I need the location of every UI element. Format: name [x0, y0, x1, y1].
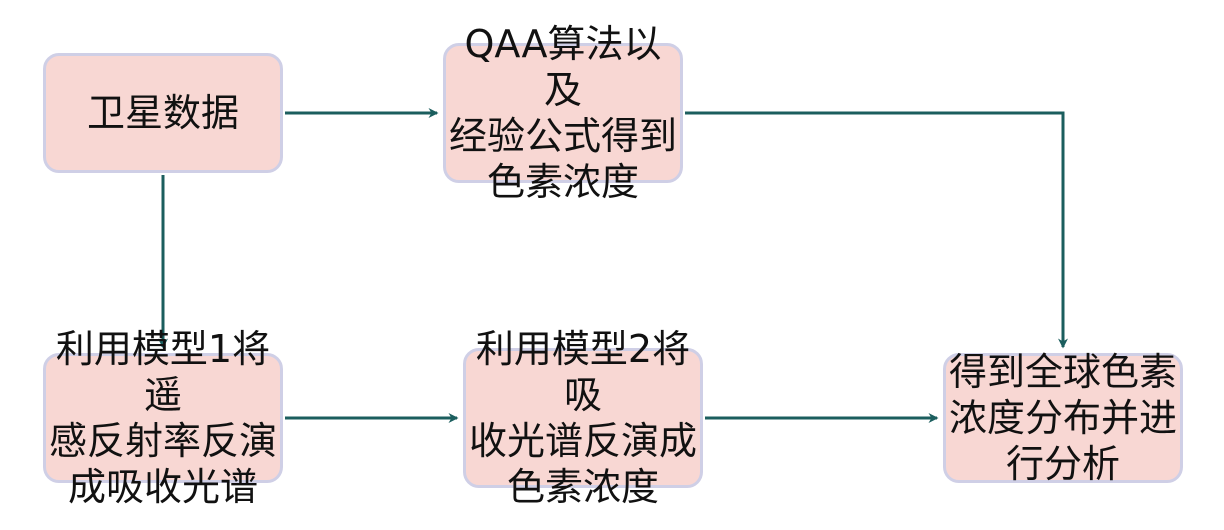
node-model-2-label: 利用模型2将吸 收光谱反演成 色素浓度: [468, 327, 697, 509]
node-model-1: 利用模型1将遥 感反射率反演 成吸收光谱: [43, 327, 283, 509]
node-global-distribution: 得到全球色素 浓度分布并进 行分析: [943, 350, 1183, 486]
node-satellite-data: 卫星数据: [43, 53, 283, 173]
node-qaa-algorithm-label: QAA算法以及 经验公式得到 色素浓度: [448, 22, 677, 204]
node-qaa-algorithm: QAA算法以及 经验公式得到 色素浓度: [443, 22, 683, 204]
node-global-distribution-label: 得到全球色素 浓度分布并进 行分析: [948, 350, 1177, 486]
node-satellite-data-label: 卫星数据: [86, 91, 239, 135]
node-model-1-label: 利用模型1将遥 感反射率反演 成吸收光谱: [48, 327, 277, 509]
node-model-2: 利用模型2将吸 收光谱反演成 色素浓度: [463, 327, 703, 509]
edge-qaa-to-global: [685, 111, 1068, 349]
